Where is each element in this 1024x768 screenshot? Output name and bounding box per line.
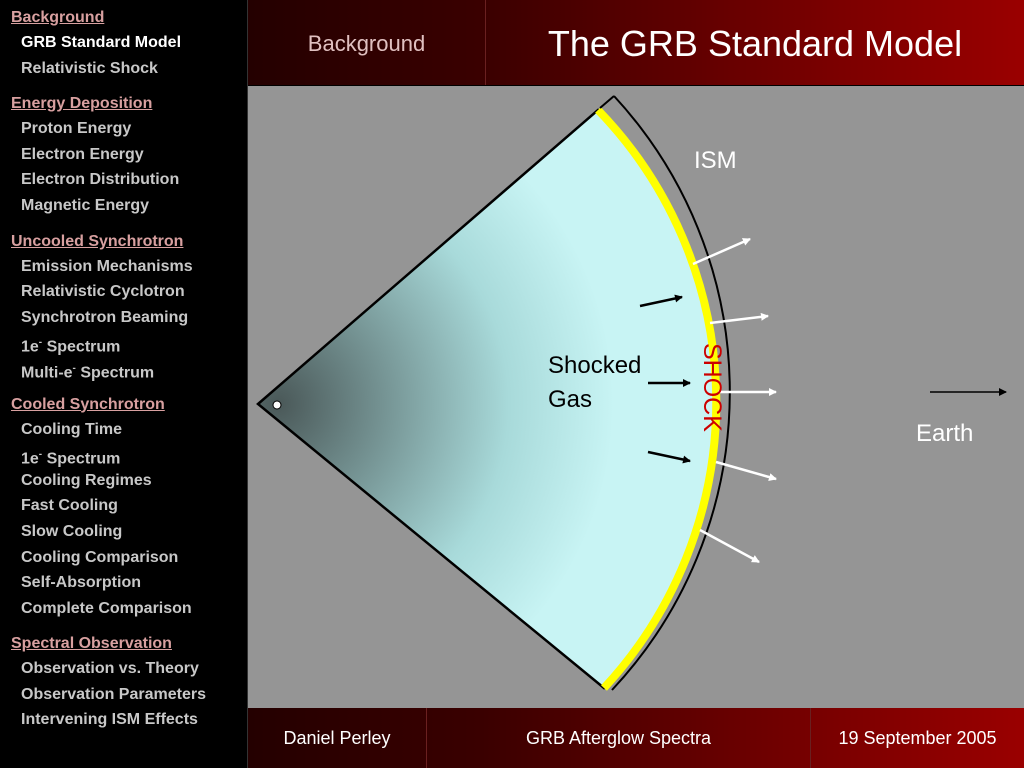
nav-item[interactable]: 1e- Spectrum (0, 442, 247, 468)
nav-item-label: Synchrotron Beaming (21, 308, 189, 326)
nav-section-heading[interactable]: Cooled Synchrotron (11, 395, 165, 413)
nav-item-label: Relativistic Cyclotron (21, 283, 185, 301)
nav-item-label: Complete Comparison (21, 599, 192, 617)
nav-item[interactable]: Complete Comparison (0, 596, 247, 622)
nav-item[interactable]: 1e- Spectrum (0, 330, 247, 356)
nav-item-label: Intervening ISM Effects (21, 711, 198, 729)
nav-item[interactable]: GRB Standard Model (0, 30, 247, 56)
slide-title: The GRB Standard Model (547, 23, 963, 64)
footer-divider (810, 708, 811, 768)
nav-item[interactable]: Relativistic Shock (0, 56, 247, 82)
shock-outer-edge (611, 95, 731, 691)
nav-item[interactable]: Electron Energy (0, 142, 247, 168)
footer-date: 19 September 2005 (838, 728, 997, 748)
section-label[interactable]: Background (307, 31, 426, 56)
nav-item[interactable]: Magnetic Energy (0, 193, 247, 219)
origin-point (272, 400, 282, 410)
inflow-arrow (639, 294, 683, 308)
nav-item-label: Observation Parameters (21, 685, 206, 703)
nav-item[interactable]: Emission Mechanisms (0, 254, 247, 280)
nav-section-heading[interactable]: Uncooled Synchrotron (11, 232, 184, 250)
nav-item-label: Electron Distribution (21, 171, 180, 189)
footer-talk-title: GRB Afterglow Spectra (525, 728, 712, 748)
nav-item-suffix: Spectrum (42, 450, 121, 468)
top-tick (599, 95, 615, 109)
nav-item-label: Proton Energy (21, 120, 132, 138)
nav-item-label: Emission Mechanisms (21, 257, 193, 275)
nav-item-label: GRB Standard Model (21, 34, 182, 51)
shocked-gas-label-line1: Shocked (548, 352, 641, 379)
shocked-gas-label-line2: Gas (548, 386, 592, 413)
footer-bar: Daniel Perley GRB Afterglow Spectra 19 S… (248, 708, 1024, 768)
nav-item-label: Fast Cooling (21, 497, 118, 515)
shock-front (595, 107, 721, 691)
nav-item-label: Cooling Time (21, 420, 123, 438)
nav-item-label: Multi-e (21, 364, 73, 382)
nav-item[interactable]: Cooling Comparison (0, 545, 247, 571)
nav-item[interactable]: Cooling Regimes (0, 468, 247, 494)
header-bar: Background The GRB Standard Model (248, 0, 1024, 85)
nav-item-superscript: - (38, 337, 43, 349)
outflow-arrow (715, 460, 777, 481)
nav-item[interactable]: Proton Energy (0, 116, 247, 142)
nav-item-superscript: - (38, 449, 43, 461)
nav-item-label: Electron Energy (21, 145, 144, 163)
nav-item-label: Cooling Regimes (21, 471, 152, 489)
grb-diagram: ISM Shocked Gas SHOCK Earth (256, 95, 1007, 691)
outflow-arrow (699, 528, 760, 564)
nav-item[interactable]: Fast Cooling (0, 493, 247, 519)
nav-item[interactable]: Relativistic Cyclotron (0, 279, 247, 305)
nav-section-heading[interactable]: Background (11, 9, 105, 26)
nav-item-label: Slow Cooling (21, 522, 123, 540)
nav-item[interactable]: Slow Cooling (0, 519, 247, 545)
nav-section-heading[interactable]: Spectral Observation (11, 635, 172, 653)
nav-item[interactable]: Cooling Time (0, 417, 247, 443)
ism-label: ISM (694, 147, 737, 174)
outflow-arrow (692, 237, 751, 266)
nav-item[interactable]: Observation vs. Theory (0, 656, 247, 682)
nav-item[interactable]: Synchrotron Beaming (0, 305, 247, 331)
footer-divider (426, 708, 427, 768)
nav-item[interactable]: Self-Absorption (0, 570, 247, 596)
footer-author: Daniel Perley (283, 728, 391, 748)
nav-item-label: Observation vs. Theory (21, 660, 199, 678)
outflow-arrow (709, 312, 769, 325)
nav-item-suffix: Spectrum (42, 338, 121, 356)
nav-item[interactable]: Intervening ISM Effects (0, 707, 247, 733)
nav-item-superscript: - (72, 362, 76, 374)
nav-item-label: Cooling Comparison (21, 548, 179, 566)
header-divider (485, 0, 486, 85)
nav-section-heading[interactable]: Energy Deposition (11, 95, 153, 113)
nav-item[interactable]: Multi-e- Spectrum (0, 356, 247, 382)
nav-item[interactable]: Observation Parameters (0, 682, 247, 708)
nav-item-label: Self-Absorption (21, 574, 141, 592)
shock-label: SHOCK (698, 343, 726, 432)
inflow-arrow (647, 450, 691, 464)
nav-item-suffix: Spectrum (75, 364, 155, 382)
diagram-canvas: ISM Shocked Gas SHOCK Earth (248, 86, 1024, 708)
nav-item[interactable]: Electron Distribution (0, 167, 247, 193)
shocked-gas-region (256, 108, 718, 690)
nav-item-label: Relativistic Shock (21, 59, 158, 77)
nav-item-label: 1e (21, 450, 39, 468)
earth-label: Earth (916, 420, 973, 447)
nav-item-label: Magnetic Energy (21, 196, 150, 214)
nav-item-label: 1e (21, 338, 39, 356)
